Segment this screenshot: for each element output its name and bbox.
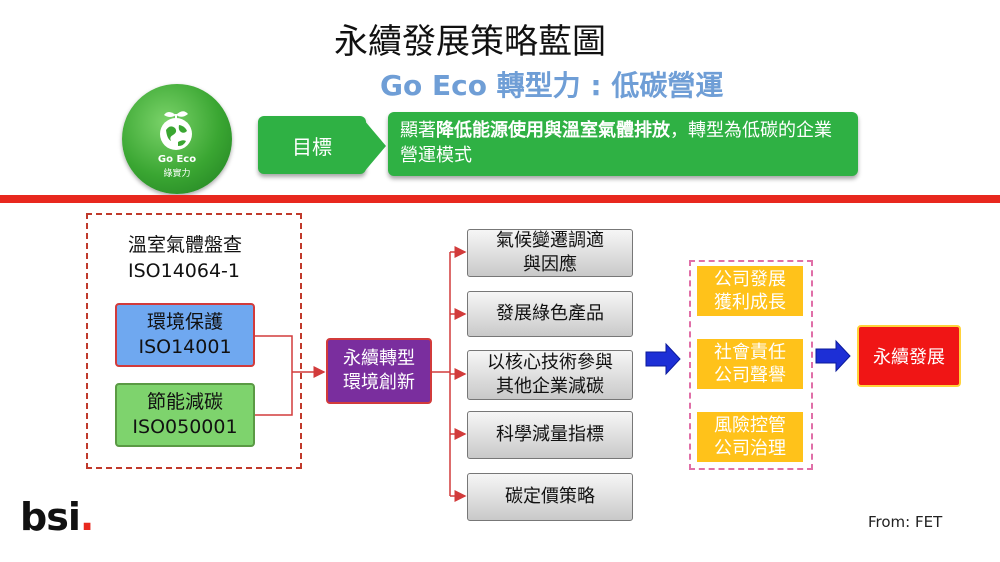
outcome-line2: 公司治理 (714, 438, 786, 459)
outcome-line2: 獲利成長 (714, 292, 786, 313)
blue-arrow-icon (645, 339, 851, 376)
globe-sprout-icon (160, 111, 192, 150)
bsi-logo-text: bsi (20, 495, 81, 539)
strategy-line2: 其他企業減碳 (496, 376, 604, 397)
strategy-line1: 以核心技術參與 (487, 352, 613, 373)
goal-text: 顯著降低能源使用與溫室氣體排放，轉型為低碳的企業營運模式 (388, 112, 858, 176)
badge-text-green-power: 綠實力 (163, 169, 191, 179)
bsi-logo: bsi. (20, 495, 94, 539)
goal-text-bold: 降低能源使用與溫室氣體排放 (436, 120, 670, 141)
strategy-box: 氣候變遷調適 與因應 (467, 229, 633, 277)
page-subtitle: Go Eco 轉型力 : 低碳營運 (380, 69, 724, 102)
source-credit: From: FET (868, 513, 943, 531)
badge-text-go-eco: Go Eco (157, 154, 197, 165)
outcome-line1: 風險控管 (714, 415, 786, 436)
outcomes-group (689, 260, 813, 470)
outcome-box: 公司發展 獲利成長 (697, 266, 803, 316)
strategy-box: 以核心技術參與 其他企業減碳 (467, 350, 633, 400)
red-divider (0, 195, 1000, 203)
ghg-inventory-title: 溫室氣體盤查 (128, 234, 243, 256)
sustainable-development-box: 永續發展 (857, 325, 961, 387)
outcome-line1: 公司發展 (714, 269, 786, 290)
environment-protection-iso: ISO14001 (138, 336, 232, 358)
environment-protection-box: 環境保護 ISO14001 (115, 303, 255, 367)
go-eco-badge: Go Eco 綠實力 (122, 84, 232, 194)
center-line1: 永續轉型 (343, 348, 415, 369)
strategy-box: 碳定價策略 (467, 473, 633, 521)
strategy-box: 科學減量指標 (467, 411, 633, 459)
energy-saving-box: 節能減碳 ISO050001 (115, 383, 255, 447)
energy-saving-iso: ISO050001 (132, 416, 238, 438)
ghg-inventory-iso: ISO14064-1 (128, 260, 241, 282)
outcome-box: 風險控管 公司治理 (697, 412, 803, 462)
environment-protection-title: 環境保護 (146, 311, 223, 333)
outcome-line2: 公司聲譽 (714, 365, 786, 386)
outcome-line1: 社會責任 (714, 342, 786, 363)
goal-label: 目標 (258, 116, 366, 174)
goal-text-post: ，轉型為低碳的企業營運模式 (400, 120, 832, 166)
goal-chevron-icon (364, 120, 386, 172)
strategy-line1: 氣候變遷調適 (496, 230, 604, 251)
outcome-box: 社會責任 公司聲譽 (697, 339, 803, 389)
strategy-line1: 碳定價策略 (505, 486, 595, 507)
strategy-line2: 與因應 (523, 254, 577, 275)
center-line2: 環境創新 (343, 372, 415, 393)
standards-group (86, 213, 302, 469)
page-title: 永續發展策略藍圖 (334, 22, 606, 62)
goal-text-pre: 顯著 (400, 120, 436, 141)
strategy-line1: 科學減量指標 (496, 424, 604, 445)
energy-saving-title: 節能減碳 (146, 391, 223, 413)
sustainable-transformation-box: 永續轉型 環境創新 (326, 338, 432, 404)
ghg-inventory-label: 溫室氣體盤查 ISO14064-1 (128, 232, 242, 284)
strategy-box: 發展綠色產品 (467, 291, 633, 337)
strategy-line1: 發展綠色產品 (496, 303, 604, 324)
bsi-logo-dot: . (79, 495, 94, 539)
